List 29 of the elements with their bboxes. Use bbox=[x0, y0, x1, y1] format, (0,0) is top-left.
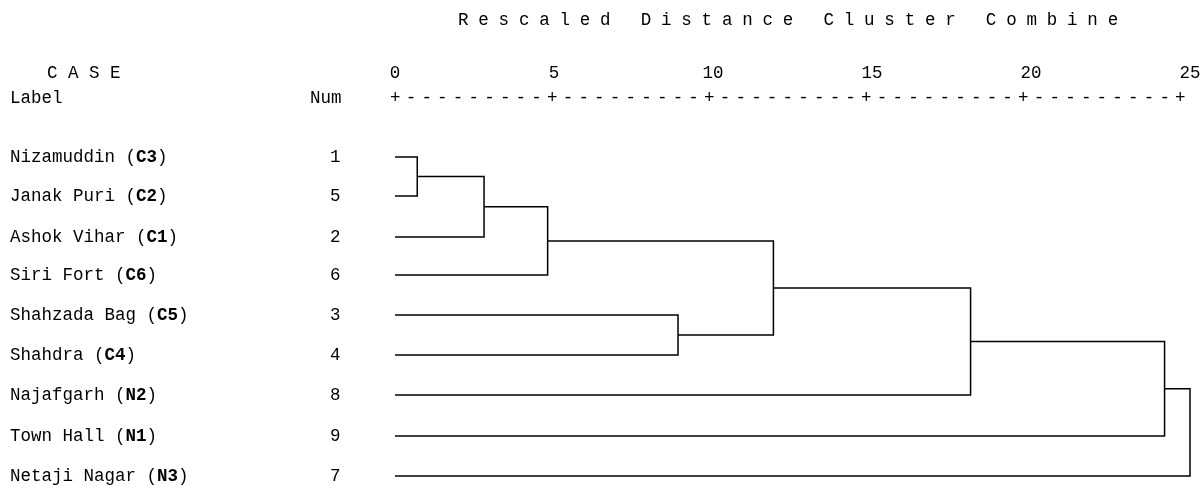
case-number: 9 bbox=[330, 426, 341, 446]
case-number: 6 bbox=[330, 265, 341, 285]
case-number: 4 bbox=[330, 345, 341, 365]
case-number: 7 bbox=[330, 466, 341, 486]
tick-label: 0 bbox=[389, 63, 401, 83]
case-label: Nizamuddin (C3) bbox=[10, 147, 168, 167]
column-heading: Label bbox=[10, 88, 63, 108]
case-number: 3 bbox=[330, 305, 341, 325]
tick-label: 15 bbox=[861, 63, 883, 83]
case-number: 2 bbox=[330, 227, 341, 247]
case-label: Ashok Vihar (C1) bbox=[10, 227, 179, 247]
tick-label: 20 bbox=[1020, 63, 1042, 83]
case-label: Janak Puri (C2) bbox=[10, 186, 168, 206]
tick-label: 10 bbox=[702, 63, 724, 83]
case-label: Najafgarh (N2) bbox=[10, 385, 158, 405]
axis-title: Rescaled Distance Cluster Combine bbox=[458, 10, 1128, 30]
axis-scale: +---------+---------+---------+---------+---------+ bbox=[390, 88, 1191, 108]
case-label: Netaji Nagar (N3) bbox=[10, 466, 189, 486]
case-label: Town Hall (N1) bbox=[10, 426, 158, 446]
column-heading: C A S E bbox=[47, 63, 121, 83]
column-heading: Num bbox=[310, 88, 342, 108]
case-label: Siri Fort (C6) bbox=[10, 265, 158, 285]
case-number: 5 bbox=[330, 186, 341, 206]
case-number: 1 bbox=[330, 147, 341, 167]
tick-label: 25 bbox=[1179, 63, 1201, 83]
case-label: Shahdra (C4) bbox=[10, 345, 137, 365]
case-number: 8 bbox=[330, 385, 341, 405]
tick-label: 5 bbox=[548, 63, 560, 83]
case-label: Shahzada Bag (C5) bbox=[10, 305, 189, 325]
